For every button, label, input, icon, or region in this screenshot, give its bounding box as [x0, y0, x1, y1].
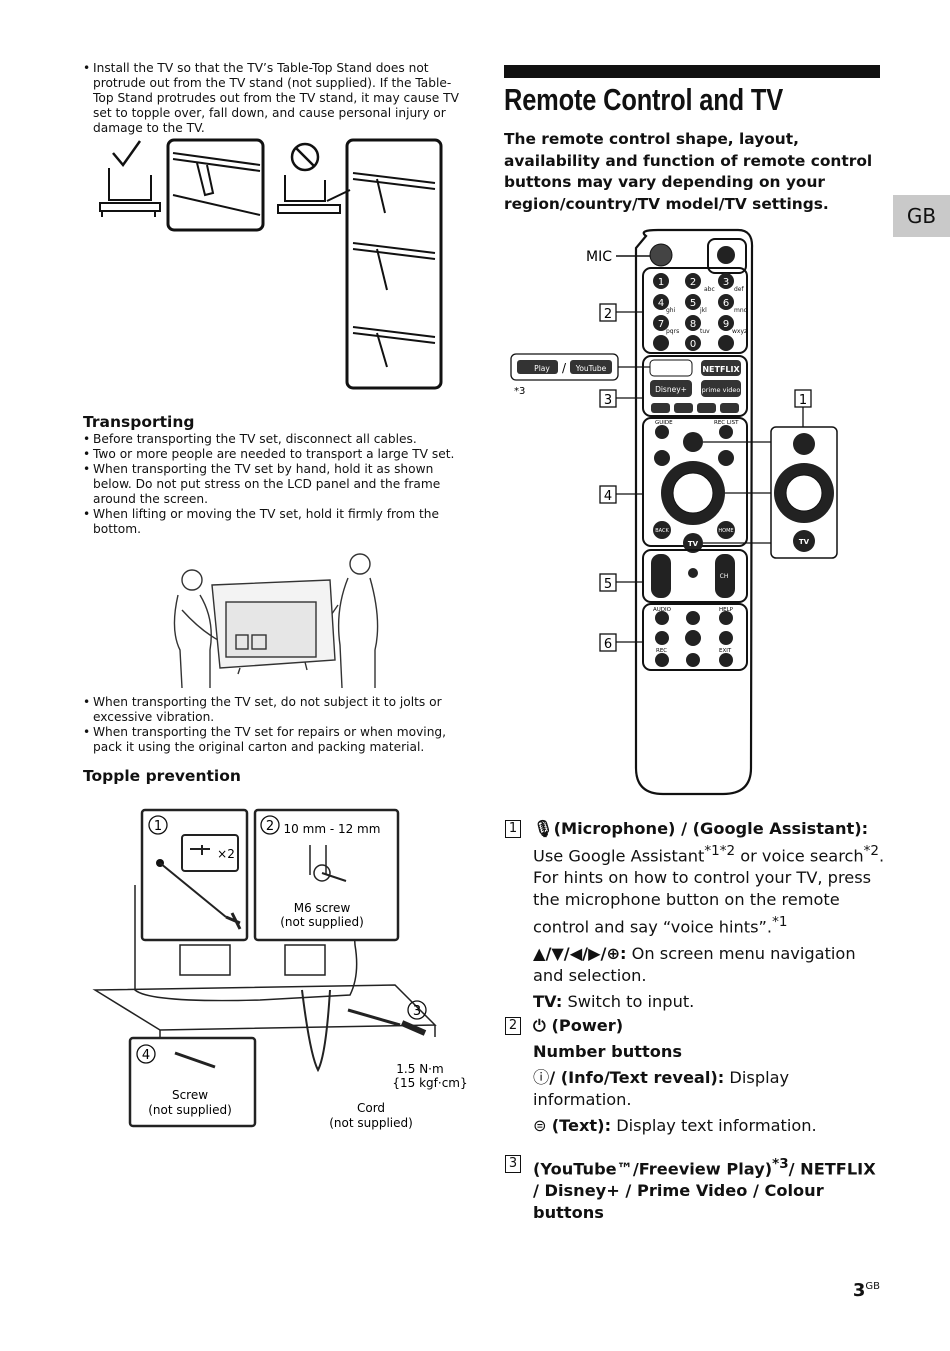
- svg-text:HOME: HOME: [718, 528, 733, 534]
- page-title: Remote Control and TV: [504, 82, 784, 117]
- list-item: When lifting or moving the TV set, hold …: [83, 507, 463, 537]
- transporting-heading: Transporting: [83, 413, 195, 431]
- svg-text:abc: abc: [704, 286, 715, 293]
- install-note: Install the TV so that the TV’s Table-To…: [83, 61, 463, 136]
- callout-4: 4: [604, 489, 612, 504]
- mic-icon: [649, 243, 673, 267]
- step-1-number: 1: [154, 819, 162, 834]
- power-icon: ⏻: [533, 1016, 552, 1035]
- svg-text:BACK: BACK: [655, 528, 669, 534]
- item2-text: ⊜ (Text): Display text information.: [533, 1116, 817, 1135]
- svg-text:7: 7: [658, 319, 664, 330]
- svg-text:REC LIST: REC LIST: [714, 420, 739, 426]
- remote-control-diagram: MIC 1 2 3 4 5 6 7 8 9 0 abc def ghi jkl …: [510, 228, 838, 796]
- step-4-number: 4: [142, 1048, 150, 1063]
- svg-text:/: /: [562, 361, 567, 375]
- screw-length-label: 10 mm - 12 mm: [284, 822, 381, 836]
- svg-text:REC: REC: [656, 648, 667, 654]
- settings-icon: [718, 450, 734, 466]
- step-3-number: 3: [413, 1004, 421, 1019]
- list-item: When transporting the TV set by hand, ho…: [83, 462, 463, 507]
- topple-heading: Topple prevention: [83, 767, 241, 785]
- callout-2: 2: [604, 307, 612, 322]
- prime-label: prime video: [702, 386, 741, 394]
- svg-text:2: 2: [690, 277, 696, 288]
- svg-text:5: 5: [690, 298, 696, 309]
- svg-text:def: def: [734, 286, 745, 293]
- power-icon: [717, 246, 735, 264]
- callout-5: 5: [604, 577, 612, 592]
- svg-text:1: 1: [658, 277, 664, 288]
- callout-3: 3: [604, 393, 612, 408]
- star3-note: *3: [514, 386, 525, 397]
- step-2-number: 2: [266, 819, 274, 834]
- list-item: Two or more people are needed to transpo…: [83, 447, 463, 462]
- item1-tv: TV: Switch to input.: [533, 991, 695, 1011]
- intro-text: The remote control shape, layout, availa…: [504, 130, 873, 213]
- item1-heading: 🎙(Microphone) / (Google Assistant):: [533, 819, 869, 838]
- item1-nav: ▲/▼/◀/▶/⊕: On screen menu navigation and…: [533, 943, 856, 985]
- svg-text:wxyz: wxyz: [732, 328, 747, 335]
- torque-kgf-label: {15 kgf·cm}: [392, 1076, 467, 1090]
- svg-text:mno: mno: [734, 307, 748, 314]
- play-label: Play: [534, 364, 550, 373]
- svg-text:4: 4: [658, 298, 664, 309]
- svg-text:tuv: tuv: [700, 328, 710, 335]
- svg-text:AUDIO: AUDIO: [653, 607, 672, 613]
- svg-text:GUIDE: GUIDE: [655, 420, 673, 426]
- language-tab: GB: [893, 195, 950, 237]
- microphone-icon: 🎙: [533, 819, 554, 838]
- svg-text:TV: TV: [799, 538, 810, 546]
- info-icon: ⓘ: [533, 1068, 550, 1087]
- title-bar: [504, 65, 880, 78]
- legend-item-2: 2 ⏻ (Power) Number buttons ⓘ/ (Info/Text…: [505, 1015, 885, 1137]
- topple-prevention-illustration: 1 ×2 2 10 mm - 12 mm M6 screw (not suppl…: [92, 808, 468, 1130]
- svg-text:0: 0: [690, 339, 696, 350]
- svg-text:ghi: ghi: [666, 307, 676, 314]
- netflix-label: NETFLIX: [702, 365, 740, 374]
- callout-6: 6: [604, 637, 612, 652]
- torque-label: 1.5 N·m: [396, 1062, 443, 1076]
- cord-label: Cord: [357, 1101, 385, 1115]
- disney-label: Disney+: [655, 385, 687, 394]
- install-bullet: Install the TV so that the TV’s Table-To…: [83, 61, 463, 136]
- item2-info: ⓘ/ (Info/Text reveal): Display informati…: [533, 1068, 790, 1109]
- transporting-list-2: When transporting the TV set, do not sub…: [83, 695, 463, 755]
- svg-text:8: 8: [690, 319, 696, 330]
- svg-text:jkl: jkl: [699, 307, 707, 314]
- svg-text:6: 6: [723, 298, 729, 309]
- page-number: 3GB: [852, 1280, 880, 1301]
- carrying-tv-illustration: [173, 553, 379, 689]
- svg-text:TV: TV: [688, 540, 699, 548]
- legend-item-3: 3 (YouTube™/Freeview Play)*3/ NETFLIX / …: [505, 1153, 885, 1224]
- svg-text:pqrs: pqrs: [666, 328, 679, 335]
- check-mark-icon: [112, 140, 142, 168]
- screws-quantity: ×2: [217, 847, 235, 861]
- item2-number-buttons: Number buttons: [533, 1042, 682, 1061]
- screw-note: (not supplied): [148, 1103, 232, 1117]
- mic-label: MIC: [586, 249, 612, 265]
- m6-screw-label: M6 screw: [294, 901, 351, 915]
- legend-item-1: 1 🎙(Microphone) / (Google Assistant): Us…: [505, 818, 885, 1013]
- list-item: When transporting the TV set, do not sub…: [83, 695, 463, 725]
- svg-text:EXIT: EXIT: [719, 648, 732, 654]
- m6-screw-note: (not supplied): [280, 915, 364, 929]
- screw-label: Screw: [172, 1088, 208, 1102]
- item2-power: ⏻ (Power): [533, 1016, 624, 1035]
- callout-1: 1: [799, 393, 807, 408]
- svg-text:9: 9: [723, 319, 729, 330]
- text-icon: ⊜: [533, 1116, 552, 1135]
- list-item: When transporting the TV set for repairs…: [83, 725, 463, 755]
- item1-text: Use Google Assistant*1*2 or voice search…: [533, 843, 885, 937]
- transporting-list: Before transporting the TV set, disconne…: [83, 432, 463, 537]
- youtube-label: YouTube: [575, 364, 607, 373]
- stand-placement-illustration: [99, 138, 443, 390]
- mic-button-icon: [683, 432, 703, 452]
- svg-text:HELP: HELP: [719, 607, 734, 613]
- list-item: Before transporting the TV set, disconne…: [83, 432, 463, 447]
- prohibited-icon: [290, 142, 320, 172]
- svg-text:3: 3: [723, 277, 729, 288]
- svg-text:CH: CH: [720, 573, 729, 580]
- cord-note: (not supplied): [329, 1116, 413, 1130]
